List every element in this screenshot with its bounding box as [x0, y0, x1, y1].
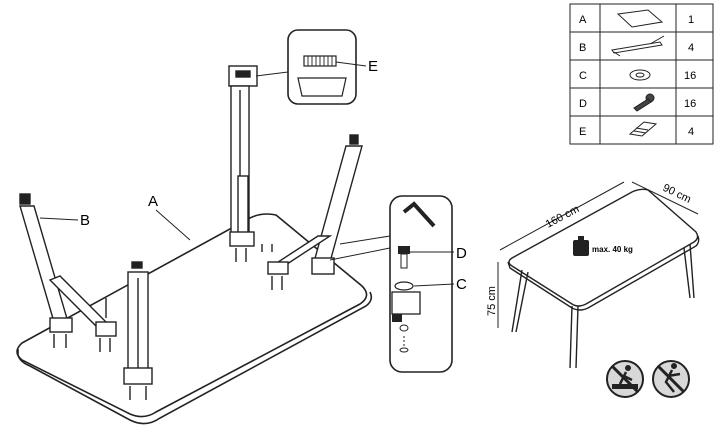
no-standing-on-table-icon [606, 360, 644, 398]
leg-front-center [123, 261, 153, 400]
table-row-qty: 16 [684, 98, 696, 110]
table-row-qty: 4 [688, 42, 694, 54]
callout-d: D [456, 245, 467, 262]
callout-e-leader [335, 61, 367, 67]
tabletop-icon [616, 9, 664, 28]
leg-right-angled [267, 134, 363, 290]
callout-c-leader [413, 283, 455, 287]
bolt-icon [633, 93, 655, 112]
table-row-letter: C [579, 70, 587, 82]
leg-frame-icon [611, 35, 665, 57]
leg-left-angled [19, 193, 117, 352]
weight-icon [573, 236, 589, 256]
bracket-plate-icon [628, 121, 658, 137]
callout-a: A [148, 193, 158, 210]
table-dimension-view [507, 188, 700, 369]
table-row-letter: A [579, 14, 587, 26]
washer-icon [629, 69, 651, 81]
callout-b-leader [39, 217, 79, 221]
table-row-letter: D [579, 98, 587, 110]
table-row-letter: E [579, 126, 586, 138]
callout-c: C [456, 276, 467, 293]
table-row-qty: 16 [684, 70, 696, 82]
detail-bolt-assembly [329, 195, 453, 373]
table-row-qty: 4 [688, 126, 694, 138]
table-row-letter: B [579, 42, 586, 54]
detail-bracket [255, 29, 357, 105]
dimension-width: 90 cm [661, 182, 693, 206]
max-load-label: max. 40 kg [592, 245, 633, 254]
callout-b: B [80, 212, 90, 229]
callout-e: E [368, 58, 378, 75]
dimension-lines [497, 181, 699, 328]
callout-a-leader [155, 209, 191, 241]
dimension-height: 75 cm [486, 286, 498, 316]
no-climbing-icon [652, 360, 690, 398]
table-row-qty: 1 [688, 14, 694, 26]
